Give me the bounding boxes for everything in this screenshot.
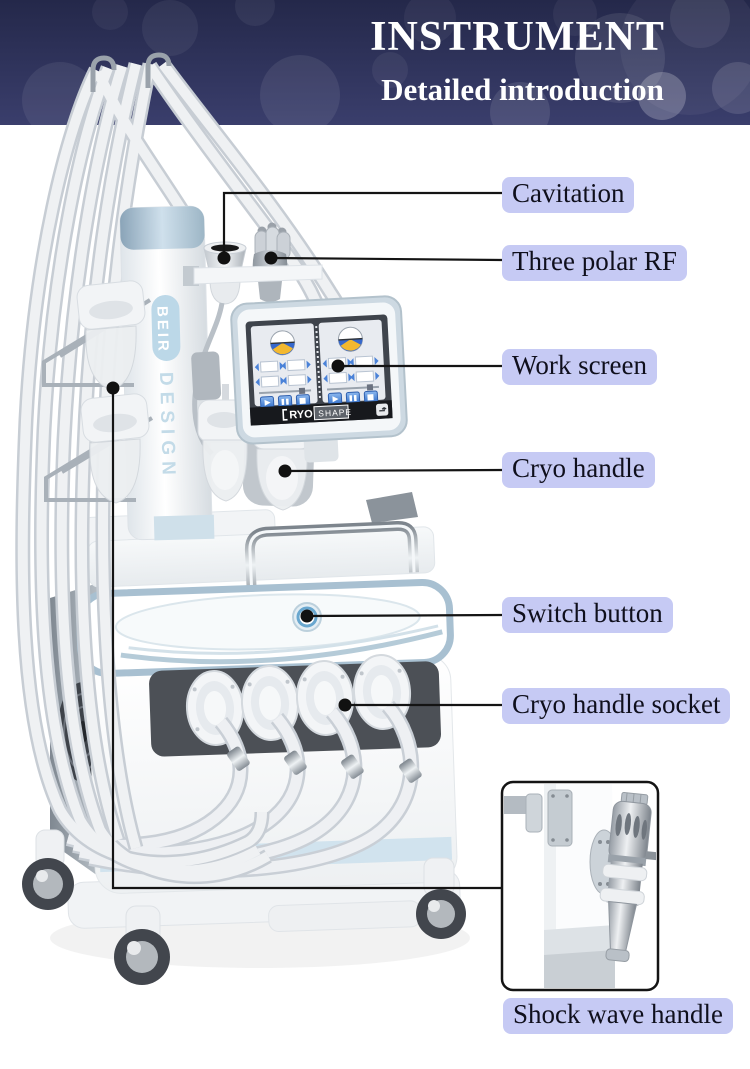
callout-line-cryo bbox=[284, 468, 503, 473]
screen-transport-buttons bbox=[259, 390, 379, 410]
callout-label-cryo-handle-socket: Cryo handle socket bbox=[502, 688, 731, 725]
column-cap bbox=[120, 206, 205, 250]
bokeh-circles bbox=[22, 0, 750, 142]
brand-pill bbox=[151, 294, 181, 361]
inset-wall-bracket bbox=[504, 789, 573, 847]
rail-bracket bbox=[366, 492, 418, 523]
callout-line-cavitation bbox=[222, 191, 502, 258]
brand-text-beir: BEIR bbox=[153, 306, 171, 354]
callout-label-cryo-handle: Cryo handle bbox=[502, 452, 655, 489]
column-base-band bbox=[153, 514, 215, 541]
stored-cryo-handle-2 bbox=[80, 393, 150, 504]
callout-line-shockwave bbox=[111, 388, 501, 890]
push-rail bbox=[244, 521, 420, 598]
screen-logo-shape: SHAPE bbox=[318, 407, 352, 419]
page-subtitle: Detailed introduction bbox=[381, 72, 664, 107]
callout-line-switch bbox=[306, 613, 503, 618]
cable-hooks bbox=[90, 52, 172, 92]
callout-label-work-screen: Work screen bbox=[502, 349, 658, 386]
caster-middle bbox=[114, 905, 170, 985]
callout-label-cavitation: Cavitation bbox=[502, 177, 635, 214]
callout-lines bbox=[111, 191, 503, 890]
shock-wave-handle bbox=[599, 791, 656, 962]
callout-label-shock-wave-handle: Shock wave handle bbox=[503, 998, 733, 1035]
hose-connector-rings bbox=[227, 746, 422, 783]
shock-wave-inset-photo bbox=[500, 780, 660, 992]
callout-dots bbox=[106, 251, 352, 712]
work-screen: RYO SHAPE bbox=[191, 295, 408, 463]
shelf-board bbox=[193, 264, 323, 285]
caster-left bbox=[22, 829, 74, 910]
screen-logo-ryo: RYO bbox=[289, 408, 313, 421]
page-title: INSTRUMENT bbox=[370, 14, 665, 60]
callout-label-three-polar-rf: Three polar RF bbox=[502, 245, 687, 282]
stored-cryo-handle-1 bbox=[76, 280, 146, 391]
main-column: BEIR DESIGN bbox=[119, 205, 215, 541]
screen-widgets bbox=[254, 326, 380, 410]
side-hook-handles bbox=[42, 280, 154, 504]
screen-logo-bar: RYO SHAPE bbox=[249, 400, 393, 426]
brand-text-design: DESIGN bbox=[155, 372, 179, 481]
return-arrow-icon bbox=[375, 403, 389, 416]
callout-line-rf bbox=[270, 256, 503, 262]
callout-label-switch-button: Switch button bbox=[502, 597, 673, 634]
caster-right bbox=[416, 857, 466, 939]
